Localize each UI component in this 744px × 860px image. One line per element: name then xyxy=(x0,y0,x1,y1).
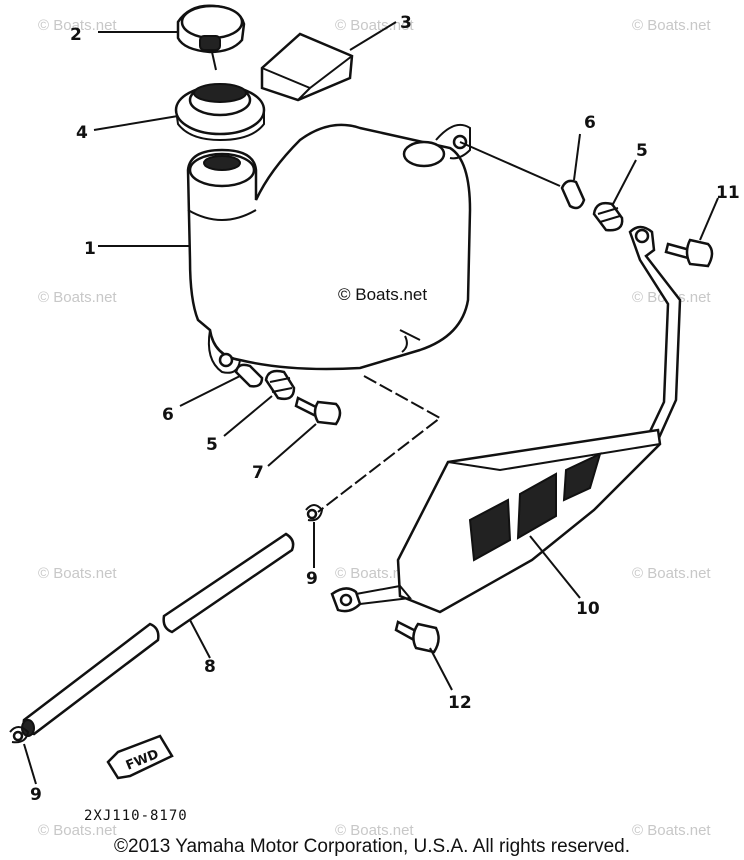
callout-11: 11 xyxy=(716,183,740,203)
part-grommet-left xyxy=(264,369,296,401)
watermark: © Boats.net xyxy=(38,17,117,34)
part-grommet-right xyxy=(592,201,624,232)
watermark: © Boats.net xyxy=(38,822,117,839)
part-bolt-11 xyxy=(664,238,714,268)
callout-7: 7 xyxy=(252,463,264,483)
callout-9: 9 xyxy=(30,785,42,805)
callout-4: 4 xyxy=(76,123,88,143)
watermark: © Boats.net xyxy=(632,17,711,34)
callout-5: 5 xyxy=(206,435,218,455)
part-seal-ring xyxy=(174,83,266,142)
callout-9: 9 xyxy=(306,569,318,589)
part-clip-lower xyxy=(9,726,30,744)
callout-1: 1 xyxy=(84,239,96,259)
callout-5: 5 xyxy=(636,141,648,161)
part-tank xyxy=(186,123,472,374)
part-block xyxy=(260,32,354,102)
callout-12: 12 xyxy=(448,693,472,713)
leader-lines xyxy=(23,21,719,785)
watermarks: © Boats.net © Boats.net © Boats.net © Bo… xyxy=(38,17,711,839)
part-hose xyxy=(21,532,295,737)
callout-8: 8 xyxy=(204,657,216,677)
part-bolt-12 xyxy=(394,620,440,654)
watermark: © Boats.net xyxy=(632,565,711,582)
copyright-footer: ©2013 Yamaha Motor Corporation, U.S.A. A… xyxy=(114,836,630,857)
part-collar-left xyxy=(234,363,264,388)
watermark: © Boats.net xyxy=(335,565,414,582)
watermark: © Boats.net xyxy=(632,822,711,839)
watermark-center: © Boats.net xyxy=(338,285,427,304)
watermark: © Boats.net xyxy=(335,17,414,34)
callout-6: 6 xyxy=(584,113,596,133)
callouts: 2 3 4 1 6 5 11 6 5 7 9 8 10 12 9 xyxy=(30,13,740,805)
watermark: © Boats.net xyxy=(38,565,117,582)
watermark: © Boats.net xyxy=(335,822,414,839)
part-clip-upper xyxy=(305,504,324,522)
part-bolt-7 xyxy=(294,396,342,426)
callout-10: 10 xyxy=(576,599,600,619)
part-bracket xyxy=(330,225,682,614)
part-collar-right xyxy=(560,179,586,210)
part-cap xyxy=(176,4,246,54)
diagram-code: 2XJ110-8170 xyxy=(84,808,188,824)
callout-6: 6 xyxy=(162,405,174,425)
callout-2: 2 xyxy=(70,25,82,45)
callout-3: 3 xyxy=(400,13,412,33)
connector-lines xyxy=(211,51,561,513)
fwd-arrow-icon: FWD xyxy=(106,734,174,780)
watermark: © Boats.net xyxy=(38,289,117,306)
